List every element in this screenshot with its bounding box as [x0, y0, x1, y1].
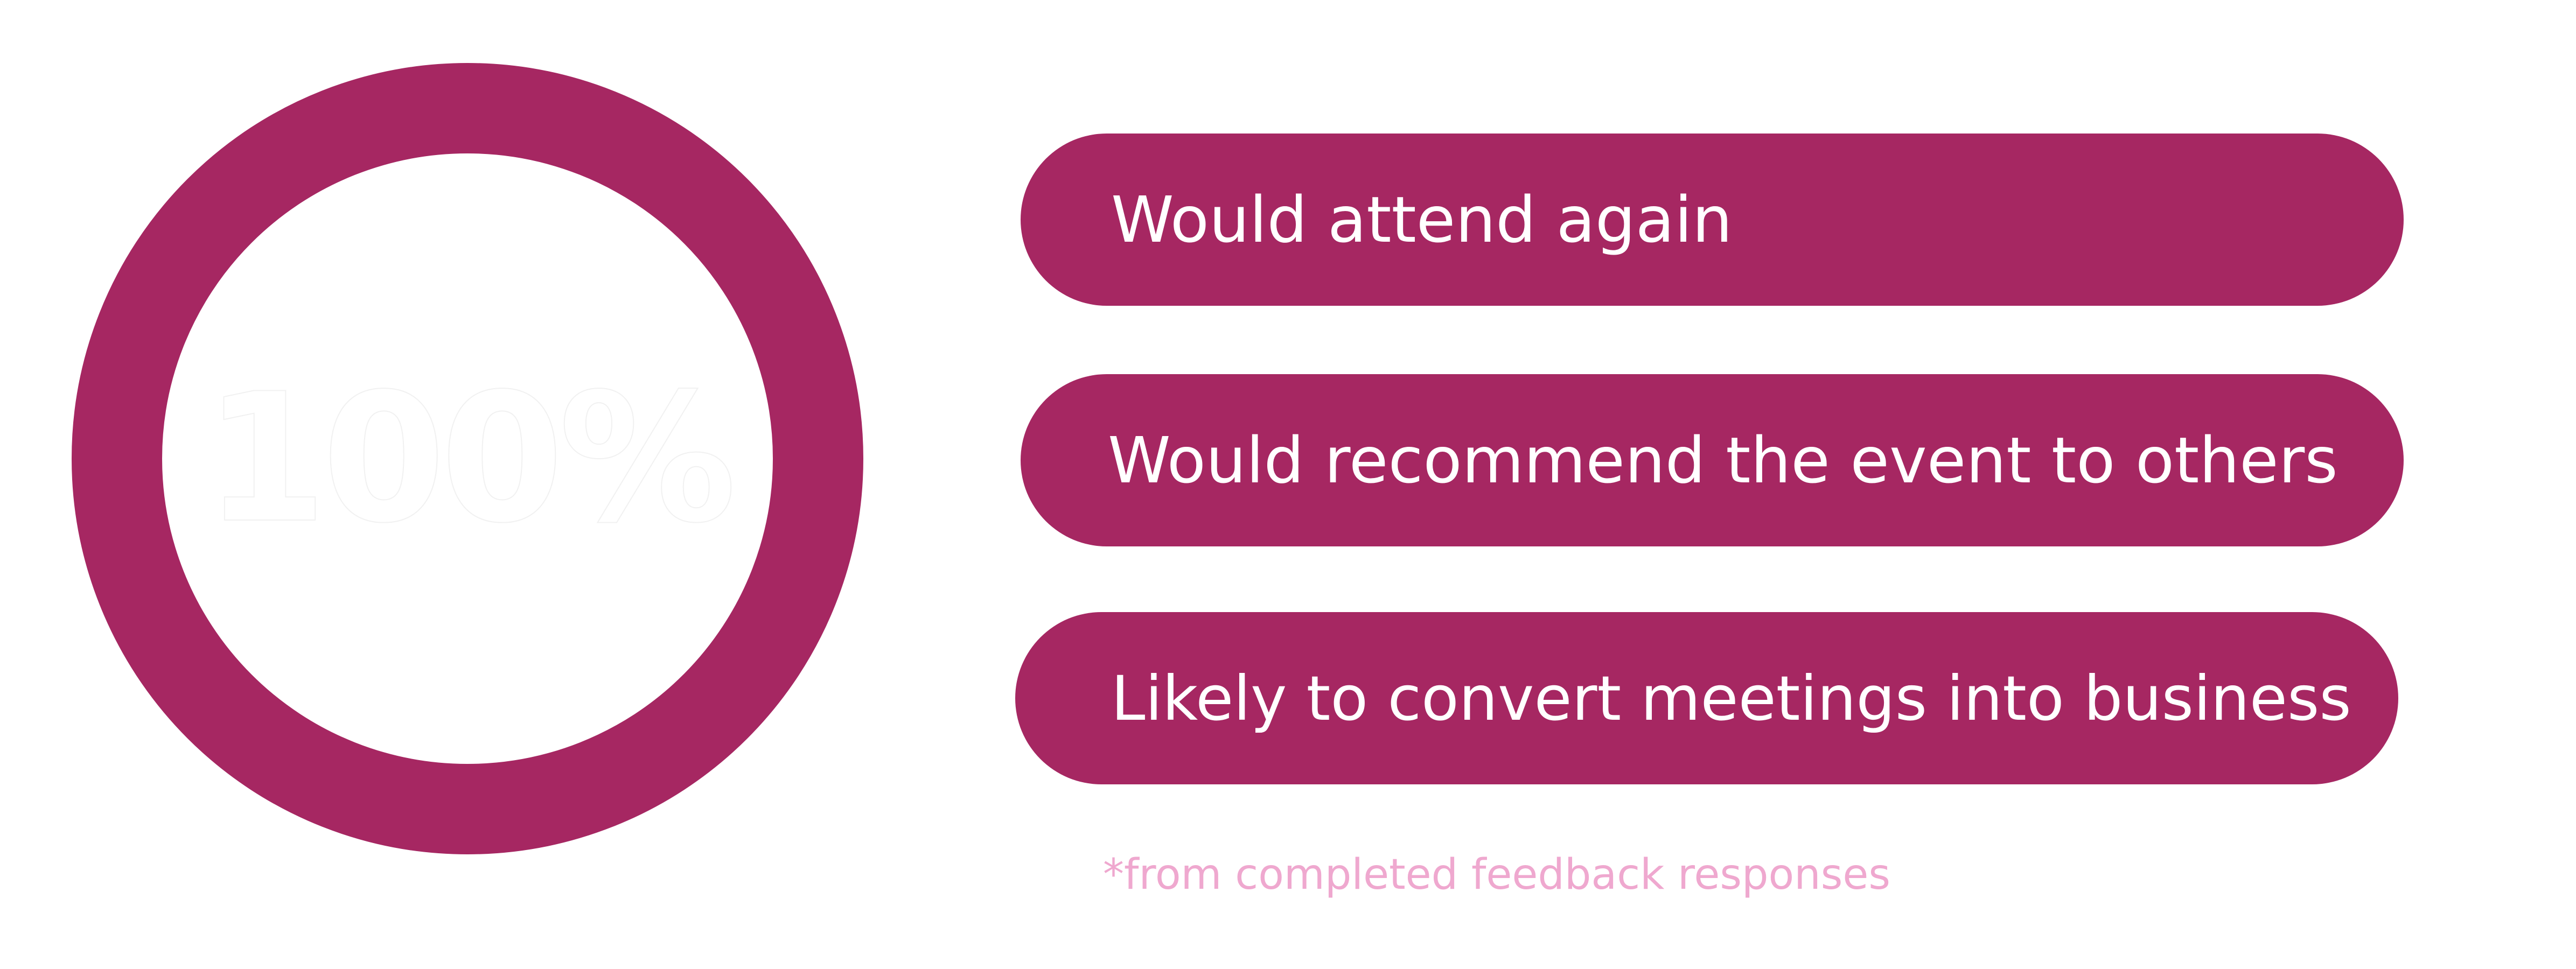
statement-pill-attend-again: Would attend again	[1021, 134, 2404, 306]
statement-pill-recommend: Would recommend the event to others	[1021, 374, 2404, 546]
percentage-value: 100%	[203, 355, 737, 562]
statement-label: Would attend again	[1111, 182, 1733, 257]
statement-label: Likely to convert meetings into business	[1111, 662, 2351, 734]
statement-pill-convert-business: Likely to convert meetings into business	[1015, 612, 2398, 784]
footnote: *from completed feedback responses	[1103, 851, 1890, 899]
statement-label: Would recommend the event to others	[1108, 423, 2338, 497]
